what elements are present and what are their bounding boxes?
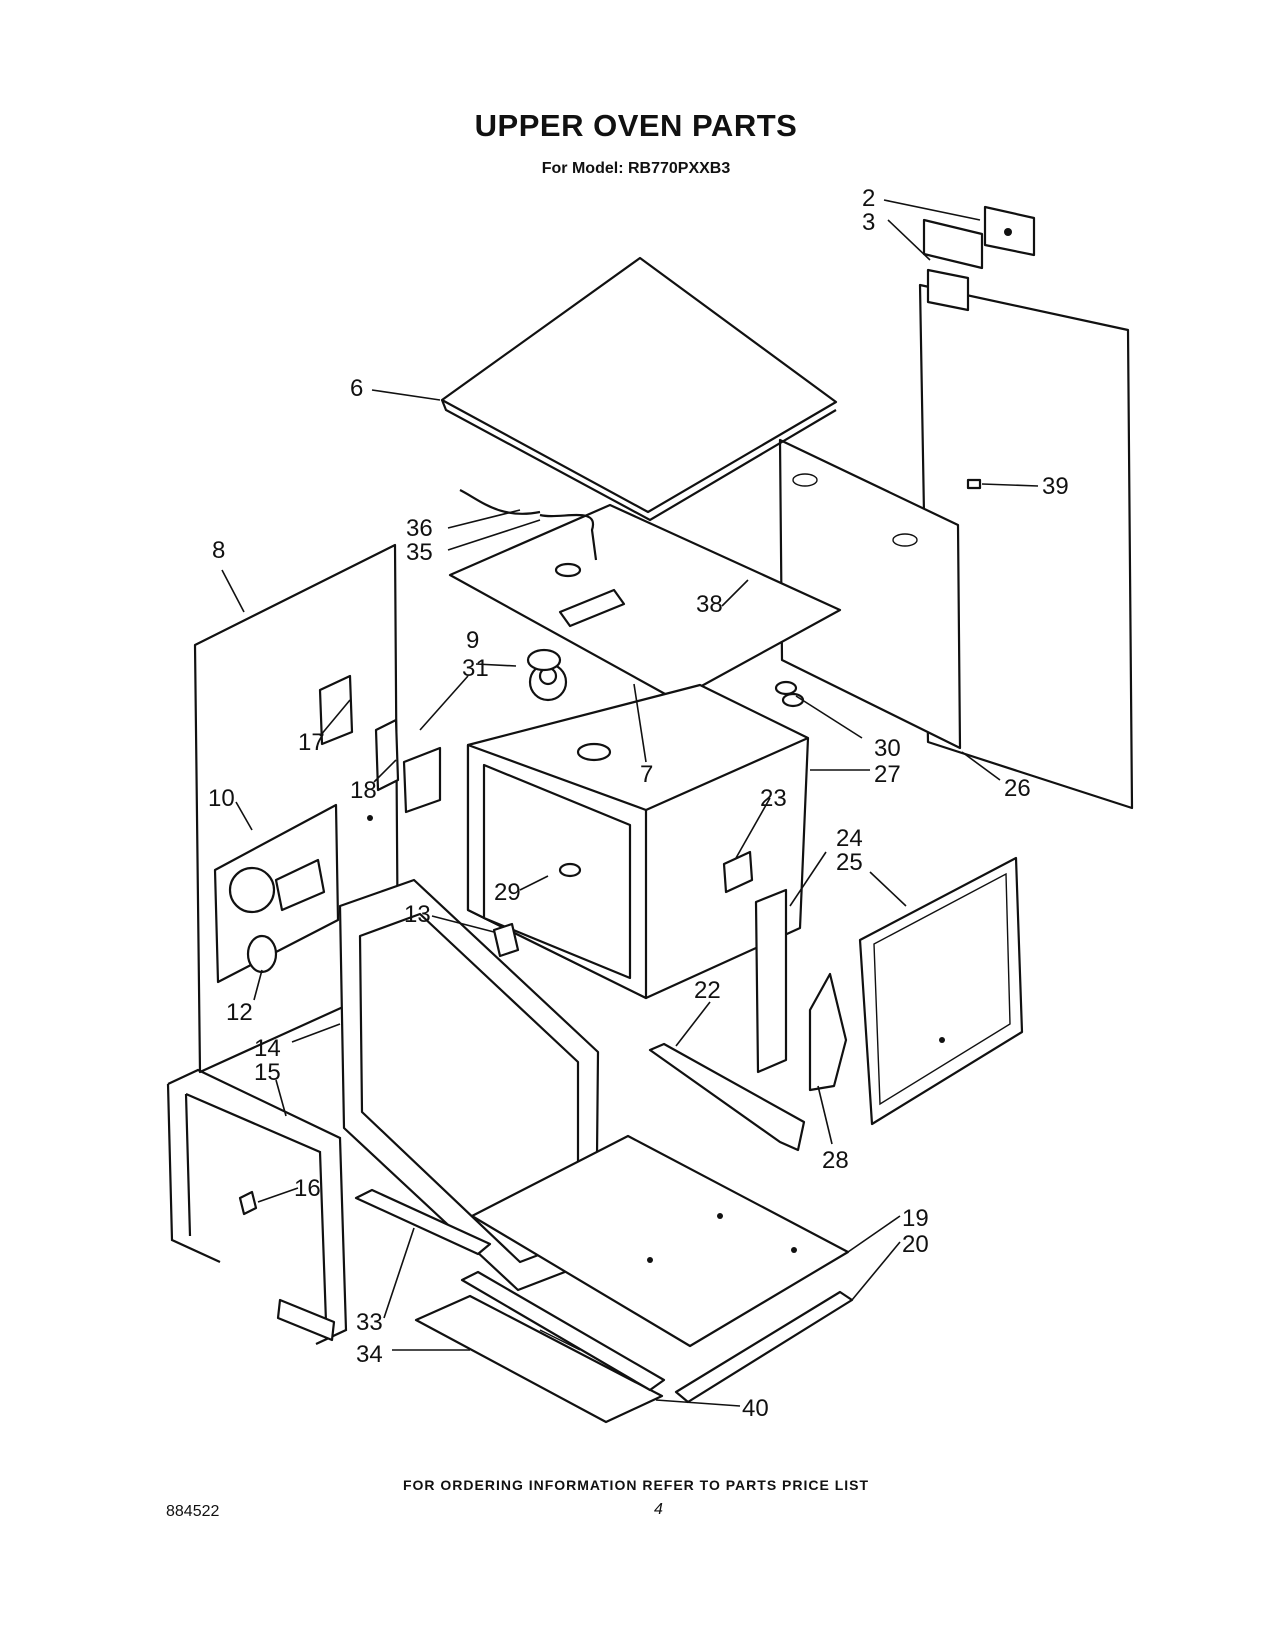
leader-lines — [221, 199, 1039, 1407]
insulation-part — [448, 503, 842, 702]
bulb-socket-part — [526, 648, 562, 672]
callout-13: 13 — [404, 901, 431, 928]
callout-9: 9 — [466, 627, 479, 654]
callout-39: 39 — [1042, 473, 1069, 500]
side-trim-part — [858, 856, 1024, 1126]
callout-15: 15 — [254, 1059, 281, 1086]
callout-3: 3 — [862, 209, 875, 236]
wiring-part — [459, 489, 541, 515]
model-subtitle: For Model: RB770PXXB3 — [541, 160, 731, 177]
callout-10: 10 — [208, 785, 235, 812]
callout-14: 14 — [254, 1035, 281, 1062]
callout-16: 16 — [294, 1175, 321, 1202]
callout-31: 31 — [462, 655, 489, 682]
door-trim-part — [354, 1188, 492, 1256]
bracket-part — [754, 888, 788, 1074]
callout-22: 22 — [694, 977, 721, 1004]
callout-30: 30 — [874, 735, 901, 762]
callout-40: 40 — [742, 1395, 769, 1422]
rear-panel-part — [918, 205, 1134, 810]
callout-17: 17 — [298, 729, 325, 756]
door-gasket-part — [166, 1068, 348, 1345]
callout-8: 8 — [212, 537, 225, 564]
light-lens-part — [774, 680, 798, 696]
page-title: UPPER OVEN PARTS — [474, 108, 798, 143]
callout-28: 28 — [822, 1147, 849, 1174]
callout-26: 26 — [1004, 775, 1031, 802]
callout-23: 23 — [760, 785, 787, 812]
callout-7: 7 — [640, 761, 653, 788]
callout-29: 29 — [494, 879, 521, 906]
callout-6: 6 — [350, 375, 363, 402]
vent-assembly-part — [414, 1270, 666, 1424]
document-number: 884522 — [166, 1503, 220, 1520]
page-number: 4 — [654, 1501, 663, 1518]
callout-24: 24 — [836, 825, 863, 852]
callout-labels: 2 3 6 39 36 35 8 38 9 31 17 7 30 27 26 1… — [208, 185, 1069, 1422]
callout-36: 36 — [406, 515, 433, 542]
callout-18: 18 — [350, 777, 377, 804]
rear-trim-part — [648, 1042, 806, 1152]
callout-33: 33 — [356, 1309, 383, 1336]
oven-liner-part — [466, 662, 810, 1000]
callout-20: 20 — [902, 1231, 929, 1258]
callout-34: 34 — [356, 1341, 383, 1368]
callout-27: 27 — [874, 761, 901, 788]
callout-12: 12 — [226, 999, 253, 1026]
callout-35: 35 — [406, 539, 433, 566]
clip-part — [238, 1190, 258, 1216]
hinge-part — [808, 972, 848, 1092]
callout-2: 2 — [862, 185, 875, 212]
callout-19: 19 — [902, 1205, 929, 1232]
ordering-note: FOR ORDERING INFORMATION REFER TO PARTS … — [402, 1477, 870, 1493]
top-panel-part — [440, 256, 838, 522]
callout-25: 25 — [836, 849, 863, 876]
latch-part — [492, 922, 520, 958]
callout-38: 38 — [696, 591, 723, 618]
